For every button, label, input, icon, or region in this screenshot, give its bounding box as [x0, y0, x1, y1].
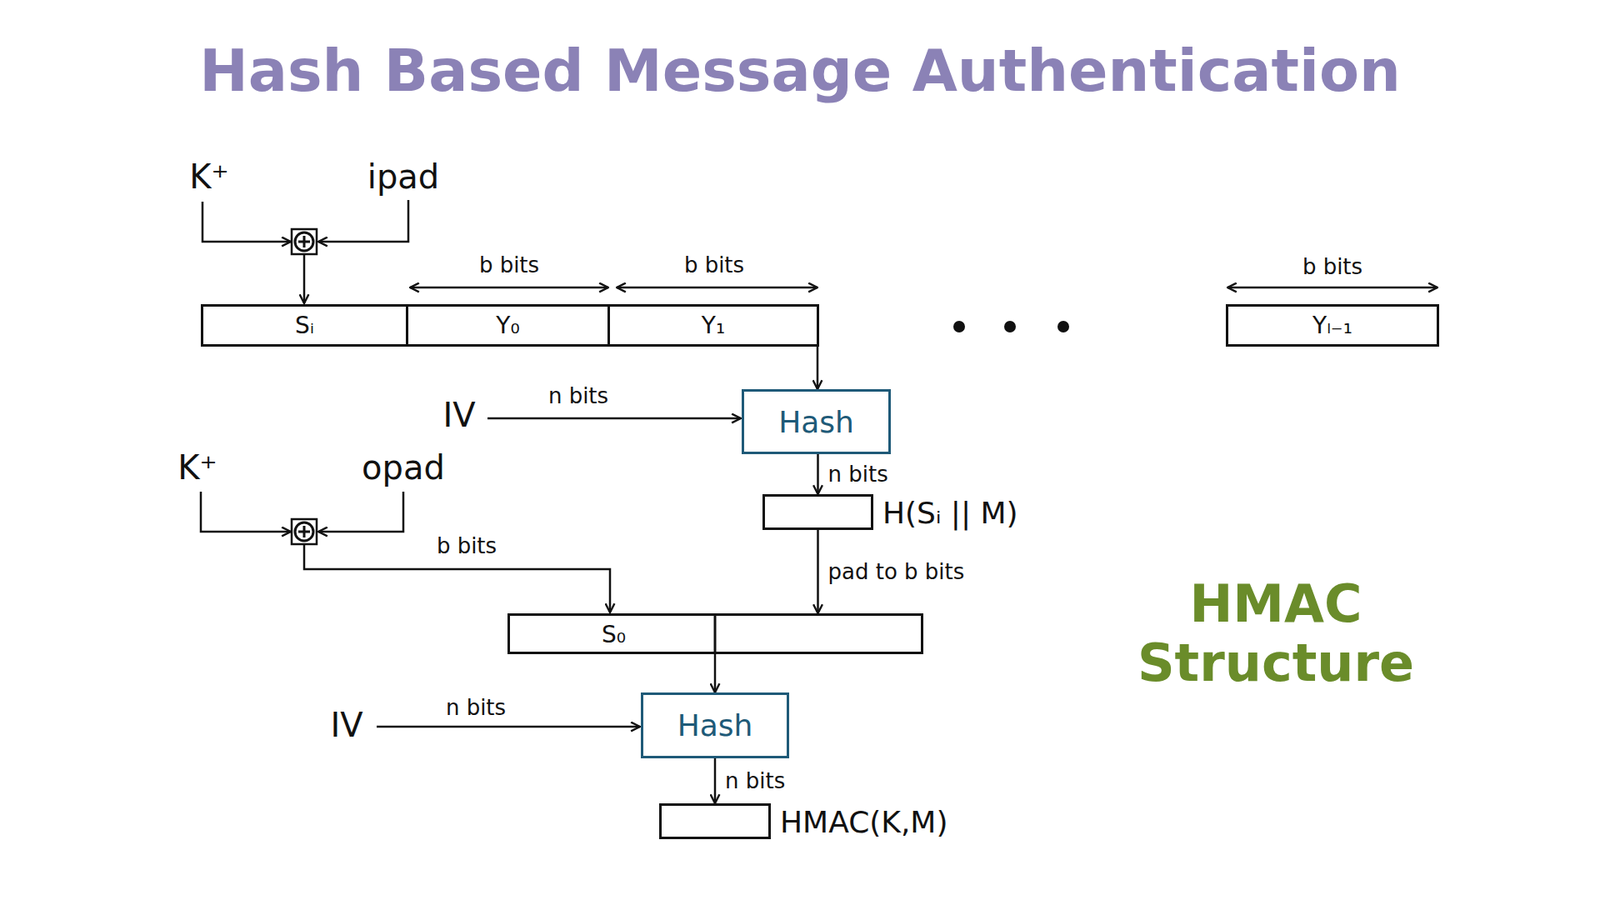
block-label: S₀ — [510, 620, 718, 648]
flow-arrow — [816, 454, 820, 495]
xor-out-wire — [303, 254, 306, 304]
iv-wire — [376, 725, 640, 729]
flow-arrow — [816, 346, 820, 390]
edge-label: n bits — [828, 461, 889, 487]
block-label: Y₀ — [495, 311, 520, 340]
dimension-label: b bits — [1302, 254, 1363, 280]
dimension-label: n bits — [548, 383, 609, 409]
xor-circle — [295, 522, 314, 541]
output-label: H(Sᵢ || M) — [882, 495, 1019, 530]
ellipsis-dot — [1057, 320, 1070, 333]
dimension-arrow — [616, 286, 818, 290]
dimension-label: b bits — [436, 533, 497, 559]
block-box: Yₗ₋₁ — [1225, 304, 1440, 347]
xor-plus — [298, 235, 310, 248]
output-box: H(Sᵢ || M) — [762, 494, 874, 530]
pad-label: opad — [361, 448, 445, 487]
block-box: Y₁ — [610, 304, 820, 347]
xor-box — [291, 519, 317, 545]
block-label: Yₗ₋₁ — [1312, 311, 1353, 340]
key-wire — [202, 201, 291, 242]
key-label: K⁺ — [177, 448, 217, 487]
output-box: HMAC(K,M) — [659, 803, 771, 840]
dimension-label: b bits — [684, 252, 745, 278]
ipad-wire — [318, 200, 409, 242]
dimension-label: n bits — [445, 695, 506, 720]
block-box: Sᵢ — [200, 304, 409, 347]
flow-arrow — [714, 654, 717, 693]
flow-arrow — [714, 758, 717, 804]
xor-circle — [295, 232, 314, 251]
hash-box: Hash — [640, 692, 790, 759]
iv-label: IV — [330, 705, 363, 745]
edge-label: n bits — [725, 768, 785, 794]
iv-wire — [487, 417, 741, 420]
flow-arrow — [816, 530, 820, 614]
xor-plus — [298, 525, 310, 538]
iv-label: IV — [442, 395, 475, 435]
hash-box: Hash — [741, 389, 891, 455]
hash-label: Hash — [677, 708, 754, 743]
block-divider — [714, 614, 717, 654]
dimension-arrow — [1227, 286, 1438, 290]
pad-label: ipad — [367, 157, 440, 196]
block-label: Y₁ — [701, 311, 725, 340]
ellipsis-dot — [1004, 320, 1016, 333]
output-label: HMAC(K,M) — [780, 804, 948, 839]
dimension-label: b bits — [479, 252, 540, 278]
xor-box — [291, 229, 317, 255]
dimension-arrow — [410, 286, 609, 290]
hash-label: Hash — [778, 405, 855, 440]
diagram-title: Hash Based Message Authentication — [0, 36, 1600, 105]
key-label: K⁺ — [189, 157, 229, 196]
padded-block-box: S₀ — [507, 613, 924, 655]
block-label: Sᵢ — [295, 311, 315, 340]
structure-note: HMAC Structure — [1100, 574, 1451, 694]
key-wire — [200, 491, 291, 532]
ellipsis-dot — [953, 320, 965, 333]
opad-wire — [318, 491, 404, 532]
block-box: Y₀ — [408, 304, 610, 347]
edge-label: pad to b bits — [828, 559, 965, 585]
